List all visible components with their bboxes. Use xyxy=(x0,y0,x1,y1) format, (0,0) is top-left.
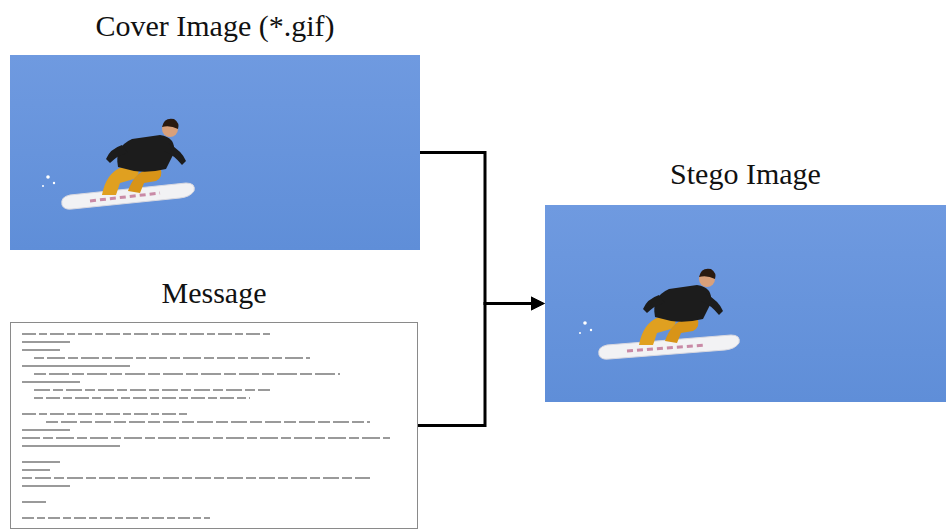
stego-photo xyxy=(545,205,946,402)
connector xyxy=(418,297,545,426)
image-heading: Cover Image (*.gif) xyxy=(0,9,460,43)
image-heading: Message xyxy=(0,276,458,310)
message-code xyxy=(11,323,418,529)
stego-image: Stego Image xyxy=(545,205,946,402)
cover-image: Cover Image (*.gif) xyxy=(10,55,420,250)
connector xyxy=(420,153,545,311)
image-heading: Stego Image xyxy=(505,157,946,191)
cover-photo xyxy=(10,55,420,250)
message-box: Message xyxy=(10,322,418,529)
